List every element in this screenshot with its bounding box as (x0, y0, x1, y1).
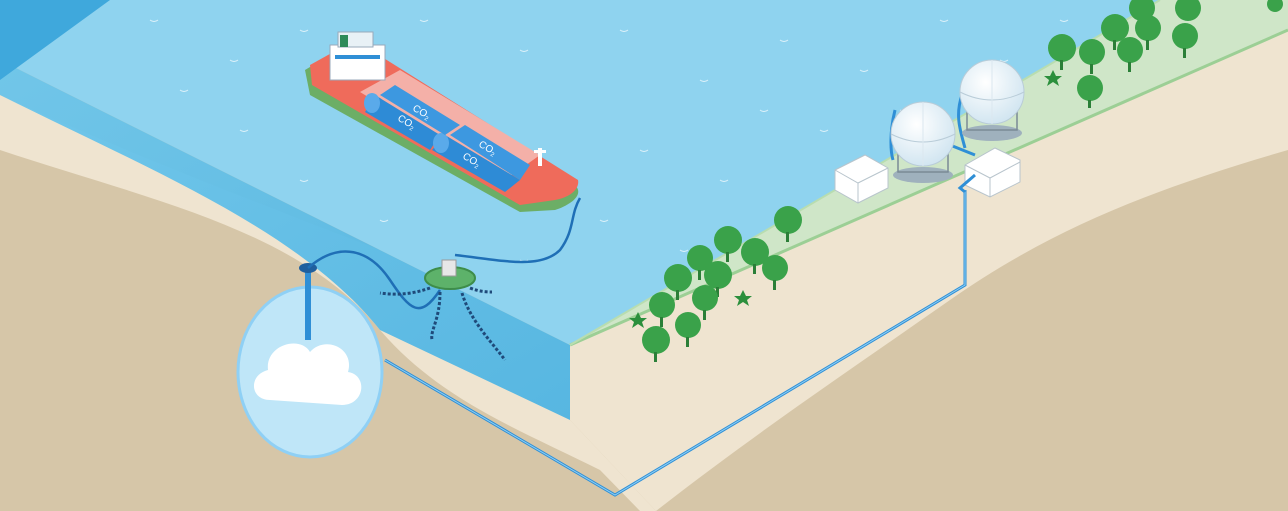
tree-icon (1175, 0, 1201, 21)
sea-deep-strip (0, 0, 110, 80)
ship-bridge (329, 44, 386, 81)
tree-icon (1117, 37, 1143, 72)
tree-icon (1077, 75, 1103, 108)
soil-under-land (570, 30, 1288, 511)
deep-soil-right (680, 170, 1288, 511)
buoy-housing (441, 259, 457, 277)
wave-ripples (149, 19, 1069, 262)
tree-icon (1101, 14, 1129, 50)
ship-window-row (335, 55, 380, 59)
shrubs (629, 70, 1062, 328)
loading-hose (454, 197, 582, 264)
tree-icon (687, 245, 713, 280)
tree-icon (1048, 34, 1076, 70)
tree-icon (1129, 0, 1155, 21)
ship-icon: CO2 CO2 CO2 CO2 (305, 31, 579, 212)
onshore-facility (834, 59, 1025, 204)
tree-icon (1267, 0, 1283, 12)
riser-hose (307, 250, 442, 310)
tree-icon (675, 312, 701, 347)
tree-icon (649, 292, 675, 327)
tree-icon (1135, 15, 1161, 50)
sea-cross-section (0, 60, 570, 420)
land-edge (569, 28, 1288, 347)
ship-funnel (340, 35, 348, 47)
tree-group (642, 0, 1283, 362)
co2-tank-icon (364, 85, 530, 192)
tree-icon (642, 326, 670, 362)
tank-icon-2 (959, 59, 1025, 141)
ship-mast-top (534, 150, 546, 153)
ship-mast (538, 148, 542, 166)
tree-icon (741, 238, 769, 274)
tree-icon (664, 264, 692, 300)
tree-icon (714, 226, 742, 262)
tree-icon (692, 285, 718, 320)
pipeline-underground-light (384, 190, 966, 496)
tree-icon (704, 261, 732, 297)
building-icon (834, 154, 889, 204)
tank-icon (890, 101, 956, 183)
mooring-chains (379, 286, 507, 361)
co2-cloud-icon (253, 343, 362, 405)
tree-icon (1079, 39, 1105, 74)
tree-icon (774, 206, 802, 242)
tree-icon (762, 255, 788, 290)
injection-pipe (305, 270, 311, 340)
tree-icon (1172, 23, 1198, 58)
